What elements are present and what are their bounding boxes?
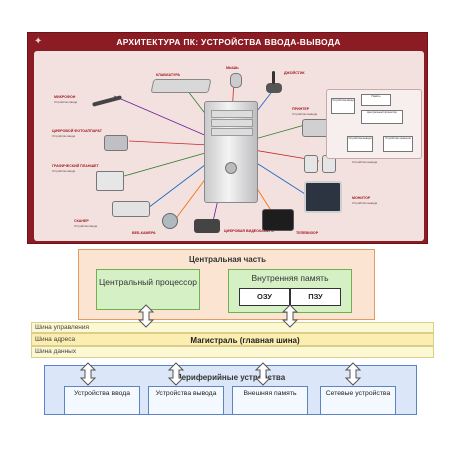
- output-devices-box: Устройства вывода: [148, 386, 224, 415]
- mini-box-storage: Устройства хранения: [383, 136, 413, 152]
- mini-box-cpu: Центральный процессор: [361, 110, 403, 124]
- network-devices-box: Сетевые устройства: [320, 386, 396, 415]
- device-label-keyboard: Клавиатура: [156, 73, 181, 77]
- device-note-scanner: Устройство ввода: [74, 224, 98, 228]
- device-label-scanner: Сканер: [74, 219, 89, 223]
- poster-image: ✦ АРХИТЕКТУРА ПК: УСТРОЙСТВА ВВОДА-ВЫВОД…: [27, 32, 428, 244]
- device-label-tablet: Графический планшет: [52, 164, 99, 168]
- internal-memory-title: Внутренняя память: [251, 273, 329, 283]
- mini-box-output: Устройства вывода: [347, 136, 373, 152]
- mini-architecture-diagram: Устройства ввода Память Центральный проц…: [326, 89, 422, 159]
- device-label-joystick: Джойстик: [284, 71, 305, 75]
- external-memory-box: Внешняя память: [232, 386, 308, 415]
- device-label-mouse: Мышь: [226, 66, 239, 70]
- input-devices-box: Устройства ввода: [64, 386, 140, 415]
- joystick-stick: [272, 71, 275, 84]
- ram-box: ОЗУ: [239, 288, 290, 306]
- mini-box-input: Устройства ввода: [331, 98, 355, 114]
- tablet-image: [96, 171, 124, 191]
- keyboard-image: [150, 79, 212, 93]
- bird-logo-icon: ✦: [34, 36, 43, 47]
- cpu-block: Центральный процессор: [96, 269, 200, 310]
- mouse-image: [230, 73, 242, 88]
- device-label-microphone: Микрофон: [54, 95, 76, 99]
- tv-image: [262, 209, 294, 231]
- address-bus: Шина адреса: [31, 333, 434, 346]
- device-label-monitor: Монитор: [352, 196, 371, 200]
- device-label-tv: Телевизор: [296, 231, 319, 235]
- webcam-image: [162, 213, 178, 229]
- poster-panel: Клавиатура Мышь Джойстик Микрофон Устрой…: [34, 51, 424, 241]
- mini-box-memory: Память: [361, 94, 391, 106]
- internal-memory-block: Внутренняя память ОЗУ ПЗУ: [228, 269, 352, 313]
- device-note-camera: Устройство ввода: [52, 134, 76, 138]
- control-bus: Шина управления: [31, 322, 434, 333]
- central-part-title: Центральная часть: [188, 255, 267, 264]
- cpu-label: Центральный процессор: [99, 277, 197, 287]
- data-bus: Шина данных: [31, 346, 434, 358]
- data-bus-label: Шина данных: [35, 348, 77, 355]
- camera-image: [104, 135, 128, 151]
- peripheral-devices-block: Периферийные устройства Устройства ввода…: [44, 365, 417, 415]
- videocamera-image: [194, 219, 220, 233]
- device-label-videocamera: Цифровая видеокамера: [224, 229, 274, 233]
- control-bus-label: Шина управления: [35, 324, 90, 331]
- device-note-monitor: Устройство вывода: [352, 201, 378, 205]
- device-note-printer: Устройство вывода: [292, 112, 318, 116]
- peripheral-devices-title: Периферийные устройства: [175, 373, 286, 382]
- joystick-image: [266, 83, 282, 93]
- speakers-image: [304, 155, 318, 173]
- device-label-webcam: Веб-камера: [132, 231, 156, 235]
- system-unit-image: [204, 101, 258, 203]
- rom-box: ПЗУ: [290, 288, 341, 306]
- monitor-image: [304, 181, 342, 213]
- device-note-tablet: Устройство ввода: [52, 169, 76, 173]
- main-bus-label: Магистраль (главная шина): [190, 336, 300, 345]
- device-label-camera: Цифровой фотоаппарат: [52, 129, 102, 133]
- device-note-speakers: Устройство вывода: [352, 160, 378, 164]
- central-part-block: Центральная часть Центральный процессор …: [78, 249, 375, 320]
- device-label-printer: Принтер: [292, 107, 310, 111]
- poster-title: АРХИТЕКТУРА ПК: УСТРОЙСТВА ВВОДА-ВЫВОДА: [116, 37, 341, 47]
- address-bus-label: Шина адреса: [35, 336, 76, 343]
- scanner-image: [112, 201, 150, 217]
- device-note-microphone: Устройство ввода: [54, 100, 78, 104]
